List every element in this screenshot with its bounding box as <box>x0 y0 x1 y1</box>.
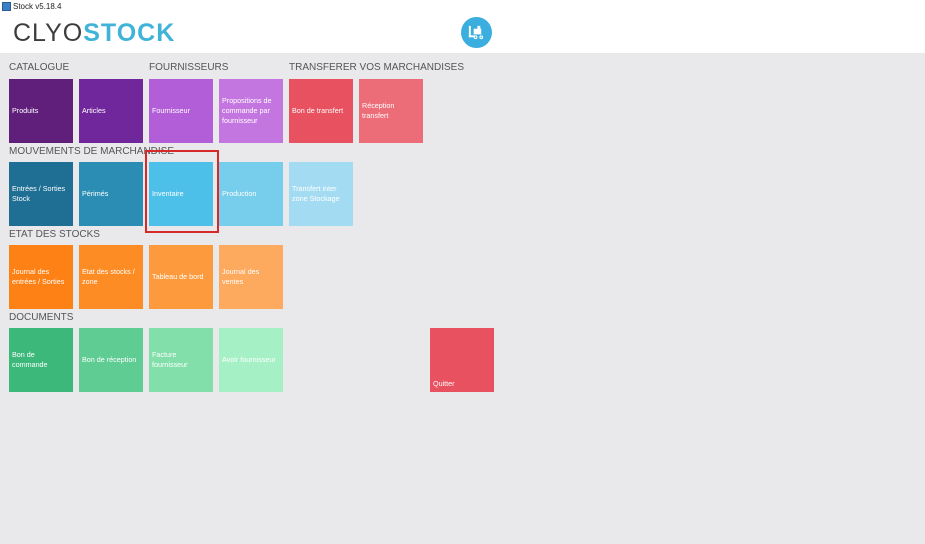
logo-part-2: STOCK <box>83 19 176 47</box>
tile-label: Avoir fournisseur <box>222 355 276 364</box>
tile-label: Bon de commande <box>12 350 48 369</box>
tile-produits[interactable]: Produits <box>9 79 73 143</box>
window-titlebar: Stock v5.18.4 <box>0 0 925 13</box>
tile-label: Bon de réception <box>82 355 137 364</box>
app-header: CLYOSTOCK <box>0 13 925 53</box>
tile-label: Transfert inter zone Stockage <box>292 184 340 203</box>
tile-bon-reception[interactable]: Bon de réception <box>79 328 143 392</box>
section-fournisseurs: FOURNISSEURS <box>149 62 229 73</box>
tile-production[interactable]: Production <box>219 162 283 226</box>
forklift-icon <box>468 25 484 40</box>
tile-etat-stocks-zone[interactable]: Etat des stocks / zone <box>79 245 143 309</box>
tile-label: Périmés <box>82 189 109 198</box>
tile-label: Journal des ventes <box>222 267 260 286</box>
tile-label: Inventaire <box>152 189 184 198</box>
tile-fournisseur[interactable]: Fournisseur <box>149 79 213 143</box>
section-documents: DOCUMENTS <box>9 312 74 323</box>
tile-label: Etat des stocks / zone <box>82 267 135 286</box>
section-catalogue: CATALOGUE <box>9 62 70 73</box>
tile-articles[interactable]: Articles <box>79 79 143 143</box>
section-transferer: TRANSFERER VOS MARCHANDISES <box>289 62 465 73</box>
tile-label: Réception transfert <box>362 101 395 120</box>
tile-reception-transfert[interactable]: Réception transfert <box>359 79 423 143</box>
tile-entrees-sorties[interactable]: Entrées / Sorties Stock <box>9 162 73 226</box>
app-logo: CLYOSTOCK <box>13 18 175 48</box>
tile-label: Quitter <box>433 379 455 388</box>
tile-transfert-inter-zone[interactable]: Transfert inter zone Stockage <box>289 162 353 226</box>
tile-tableau-de-bord[interactable]: Tableau de bord <box>149 245 213 309</box>
tile-label: Journal des entrées / Sorties <box>12 267 65 286</box>
app-icon <box>2 2 11 11</box>
tile-label: Articles <box>82 106 106 115</box>
tile-label: Tableau de bord <box>152 272 204 281</box>
window-title: Stock v5.18.4 <box>13 2 62 11</box>
tile-label: Fournisseur <box>152 106 190 115</box>
tile-label: Propositions de commande par fournisseur <box>222 96 272 125</box>
tile-label: Bon de transfert <box>292 106 344 115</box>
tile-label: Produits <box>12 106 39 115</box>
logo-part-1: CLYO <box>13 19 84 47</box>
tile-journal-entrees-sorties[interactable]: Journal des entrées / Sorties <box>9 245 73 309</box>
tile-bon-transfert[interactable]: Bon de transfert <box>289 79 353 143</box>
tile-avoir-fournisseur[interactable]: Avoir fournisseur <box>219 328 283 392</box>
tile-inventaire[interactable]: Inventaire <box>149 162 213 226</box>
tile-propositions-commande[interactable]: Propositions de commande par fournisseur <box>219 79 283 143</box>
section-etat-stocks: ETAT DES STOCKS <box>9 229 100 240</box>
tile-label: Facture fournisseur <box>152 350 188 369</box>
section-mouvements: MOUVEMENTS DE MARCHANDISE <box>9 146 175 157</box>
tile-label: Entrées / Sorties Stock <box>12 184 66 203</box>
tile-journal-ventes[interactable]: Journal des ventes <box>219 245 283 309</box>
quit-button[interactable]: Quitter <box>430 328 494 392</box>
tile-label: Production <box>222 189 257 198</box>
tile-facture-fournisseur[interactable]: Facture fournisseur <box>149 328 213 392</box>
tile-perimes[interactable]: Périmés <box>79 162 143 226</box>
tile-bon-commande[interactable]: Bon de commande <box>9 328 73 392</box>
forklift-button[interactable] <box>461 17 492 48</box>
